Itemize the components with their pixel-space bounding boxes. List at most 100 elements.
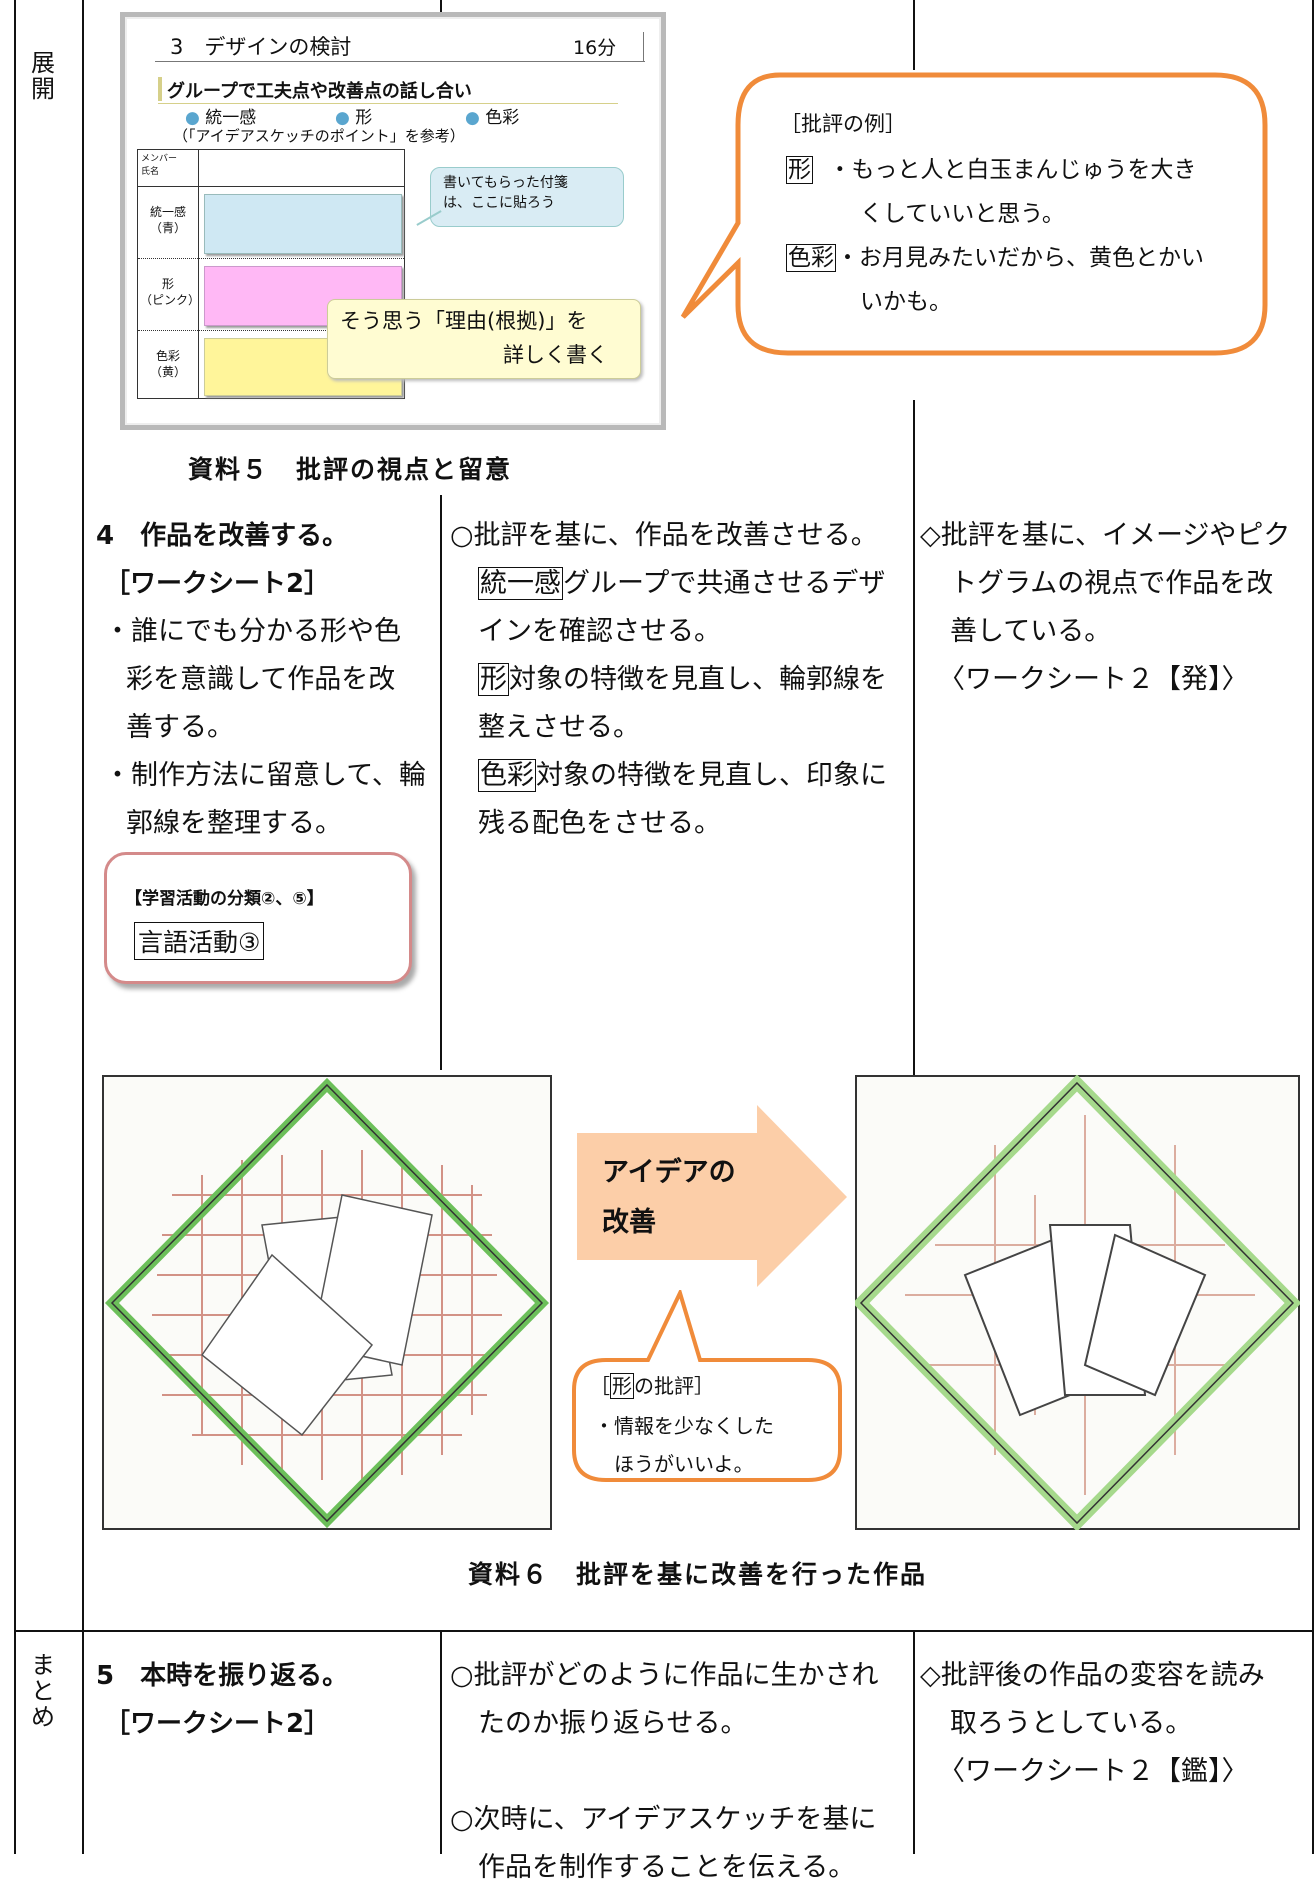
eval4-column: ◇批評を基に、イメージやピク トグラムの視点で作品を改 善している。 〈ワークシ… (920, 512, 1310, 704)
tag-unity: 統一感 (478, 567, 563, 600)
table-right-border (1312, 0, 1314, 1854)
table-left-border (14, 0, 16, 1854)
teacher4-color-cont: 残る配色をさせる。 (478, 808, 721, 839)
slide-title-underline (155, 61, 645, 62)
tag-color: 色彩 (786, 244, 836, 272)
critique-item-1-cont: くしていいと思う。 (860, 201, 1065, 227)
slide-bullet-1: ● 統一感 (185, 108, 257, 128)
stage-column-border (82, 0, 84, 1854)
artwork-after (855, 1075, 1300, 1530)
step4-item2-a: ・制作方法に留意して、輪 (104, 760, 426, 791)
column-divider-1-bottom (440, 1632, 442, 1854)
teacher5-line2: たのか振り返らせる。 (478, 1708, 748, 1739)
tag-form: 形 (610, 1373, 634, 1399)
slide-subtitle-underline (158, 103, 618, 104)
tag-form: 形 (786, 156, 813, 184)
dot-icon: ● (185, 108, 200, 128)
slide-table-header: メンバー 氏名 (141, 154, 178, 177)
activity-badge-value: 言語活動③ (134, 922, 265, 960)
improvement-arrow (577, 1105, 847, 1287)
slide-subtitle-bar (158, 77, 162, 101)
slide-subtitle: グループで工夫点や改善点の話し合い (167, 81, 472, 102)
stage-label-matome: まとめ (31, 1651, 55, 1731)
slide-title: 3 デザインの検討 (170, 35, 352, 59)
slide-table: メンバー 氏名 統一感 （青） 形 （ピンク） 色彩 （黄） (137, 149, 405, 399)
eval5-line3: 〈ワークシート２【鑑】〉 (938, 1756, 1249, 1787)
step4-title: 4 作品を改善する。 (96, 521, 349, 551)
critique-bubble-shape (680, 72, 1268, 356)
teacher5-line3: ○次時に、アイデアスケッチを基に (450, 1804, 877, 1835)
slide-title-bracket (643, 32, 644, 62)
activity-badge-title: 【学習活動の分類②、⑤】 (125, 889, 324, 909)
teacher4-column: ○批評を基に、作品を改善させる。 統一感グループで共通させるデザ インを確認させ… (450, 512, 910, 848)
step5-column: 5 本時を振り返る。 ［ワークシート2］ (96, 1652, 436, 1748)
column-divider-2 (913, 0, 915, 70)
step4-worksheet: ［ワークシート2］ (104, 569, 331, 599)
form-bubble-shape (572, 1290, 842, 1482)
critique-item-2: 色彩・お月見みたいだから、黄色とかい (786, 244, 1204, 272)
activity-badge (104, 852, 412, 984)
slide-row-sep-1 (138, 258, 404, 259)
eval4-line4: 〈ワークシート２【発】〉 (938, 664, 1249, 695)
slide-row-sep-2 (138, 330, 404, 331)
step5-title: 5 本時を振り返る。 (96, 1661, 349, 1691)
critique-item-1: 形 ・もっと人と白玉まんじゅうを大き (786, 156, 1197, 184)
tag-color: 色彩 (478, 759, 536, 792)
teacher5-spacer (450, 1748, 910, 1796)
teacher5-line4: 作品を制作することを伝える。 (478, 1852, 856, 1883)
caption-material-5: 資料５ 批評の視点と留意 (188, 455, 513, 484)
artwork-before (102, 1075, 552, 1530)
dot-icon: ● (465, 108, 480, 128)
column-divider-2-bottom (913, 1632, 915, 1854)
tag-form: 形 (478, 663, 509, 696)
arrow-shape (577, 1105, 847, 1287)
dot-icon: ● (335, 108, 350, 128)
slide-reason-box (327, 299, 641, 379)
stage-label-tenkai: 展開 (31, 49, 55, 103)
step5-worksheet: ［ワークシート2］ (104, 1709, 331, 1739)
teacher4-form-line: 形対象の特徴を見直し、輪郭線を (478, 663, 887, 696)
column-divider-1-mid (440, 495, 442, 1070)
eval5-column: ◇批評後の作品の変容を読み 取ろうとしている。 〈ワークシート２【鑑】〉 (920, 1652, 1310, 1796)
slide-row-label-3: 色彩 （黄） (149, 349, 186, 379)
arrow-label-1: アイデアの (602, 1157, 736, 1188)
teacher4-unity-line: 統一感グループで共通させるデザ (478, 567, 886, 600)
step4-item2-b: 郭線を整理する。 (126, 808, 342, 839)
form-bubble-line1: ・情報を少なくした (594, 1414, 774, 1438)
slide-reason-line2: 詳しく書く (503, 343, 608, 367)
eval5-line1: ◇批評後の作品の変容を読み (920, 1660, 1265, 1691)
slide-reason-line1: そう思う「理由(根拠)」を (340, 309, 588, 333)
eval4-line1: ◇批評を基に、イメージやピク (920, 520, 1291, 551)
column-divider-2-mid (913, 400, 915, 1075)
caption-material-6: 資料６ 批評を基に改善を行った作品 (468, 1560, 928, 1589)
step4-item1-a: ・誰にでも分かる形や色 (104, 616, 401, 647)
teacher4-unity-cont: インを確認させる。 (478, 616, 721, 647)
form-bubble-line2: ほうがいいよ。 (614, 1452, 754, 1476)
sticky-blue (204, 194, 402, 254)
step4-item1-c: 善する。 (126, 712, 234, 743)
form-critique-bubble (572, 1290, 842, 1482)
slide-sticky-callout (430, 167, 624, 227)
slide-reference: （「アイデアスケッチのポイント」を参考） (173, 127, 465, 145)
critique-bubble (680, 72, 1268, 356)
form-bubble-heading: ［形の批評］ (590, 1373, 714, 1399)
eval4-line3: 善している。 (950, 616, 1112, 647)
slide-row-label-1: 統一感 （青） (149, 205, 186, 235)
slide-sticky-callout-text: 書いてもらった付箋 は、ここに貼ろう (443, 175, 568, 211)
teacher5-line1: ○批評がどのように作品に生かされ (450, 1660, 879, 1691)
critique-heading: ［批評の例］ (780, 112, 906, 136)
slide-bullet-3: ● 色彩 (465, 108, 520, 128)
arrow-label-2: 改善 (602, 1207, 656, 1238)
slide-row-label-2: 形 （ピンク） (140, 277, 201, 307)
slide-table-col-divider (198, 150, 199, 398)
eval4-line2: トグラムの視点で作品を改 (950, 568, 1274, 599)
step4-item1-b: 彩を意識して作品を改 (126, 664, 396, 695)
teacher4-lead: ○批評を基に、作品を改善させる。 (450, 520, 878, 551)
critique-item-2-cont: いかも。 (860, 289, 952, 315)
step4-column: 4 作品を改善する。 ［ワークシート2］ ・誰にでも分かる形や色 彩を意識して作… (96, 512, 436, 848)
eval5-line2: 取ろうとしている。 (950, 1708, 1193, 1739)
teacher5-column: ○批評がどのように作品に生かされ たのか振り返らせる。 ○次時に、アイデアスケッ… (450, 1652, 910, 1892)
slide-time: 16分 (573, 37, 617, 59)
section-divider (14, 1630, 1314, 1632)
teacher4-color-line: 色彩対象の特徴を見直し、印象に (478, 759, 887, 792)
